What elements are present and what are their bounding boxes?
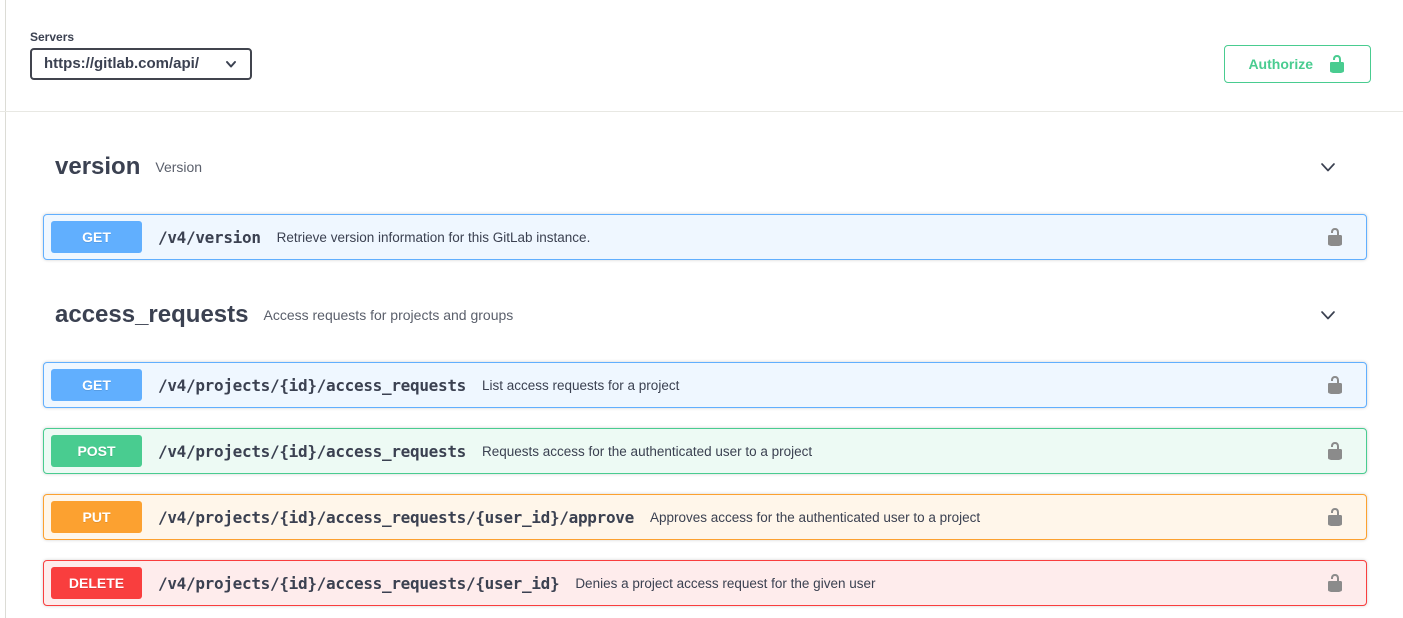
server-select-value: https://gitlab.com/api/ (44, 55, 200, 72)
method-badge[interactable]: GET (51, 221, 142, 253)
endpoint-path: /v4/projects/{id}/access_requests (158, 375, 466, 395)
section-description: Access requests for projects and groups (263, 307, 514, 323)
servers-label: Servers (30, 30, 75, 44)
method-badge[interactable]: PUT (51, 501, 142, 533)
page-left-divider (5, 0, 6, 618)
endpoint-path: /v4/projects/{id}/access_requests/{user_… (158, 573, 560, 593)
section-header-access-requests[interactable]: access_requests Access requests for proj… (55, 300, 1367, 330)
endpoint-row-get-access-requests[interactable]: GET /v4/projects/{id}/access_requests Li… (43, 362, 1367, 408)
unlock-icon[interactable] (1325, 375, 1345, 395)
chevron-down-icon[interactable] (1317, 304, 1339, 326)
section-description: Version (155, 159, 203, 175)
authorize-label: Authorize (1248, 56, 1313, 72)
unlock-icon[interactable] (1325, 507, 1345, 527)
endpoint-row-get-version[interactable]: GET /v4/version Retrieve version informa… (43, 214, 1367, 260)
endpoint-path: /v4/projects/{id}/access_requests/{user_… (158, 507, 634, 527)
endpoint-row-put-approve[interactable]: PUT /v4/projects/{id}/access_requests/{u… (43, 494, 1367, 540)
unlock-icon[interactable] (1325, 441, 1345, 461)
endpoint-row-delete-access-request[interactable]: DELETE /v4/projects/{id}/access_requests… (43, 560, 1367, 606)
endpoint-path: /v4/projects/{id}/access_requests (158, 441, 466, 461)
endpoint-description: Retrieve version information for this Gi… (276, 229, 591, 245)
endpoint-row-post-access-requests[interactable]: POST /v4/projects/{id}/access_requests R… (43, 428, 1367, 474)
section-access-requests: access_requests Access requests for proj… (43, 300, 1367, 606)
endpoint-description: Approves access for the authenticated us… (649, 509, 981, 525)
method-badge[interactable]: POST (51, 435, 142, 467)
servers-block: Servers https://gitlab.com/api/ (30, 30, 252, 80)
server-select[interactable]: https://gitlab.com/api/ (30, 48, 252, 80)
method-badge[interactable]: DELETE (51, 567, 142, 599)
endpoint-description: List access requests for a project (481, 377, 680, 393)
endpoint-path: /v4/version (158, 227, 261, 247)
section-version: version Version GET /v4/version Retrieve… (43, 152, 1367, 260)
section-title: version (55, 153, 141, 180)
method-badge[interactable]: GET (51, 369, 142, 401)
section-title: access_requests (55, 301, 249, 328)
api-operations: version Version GET /v4/version Retrieve… (0, 152, 1403, 606)
scheme-container: Servers https://gitlab.com/api/ Authoriz… (0, 0, 1403, 112)
chevron-down-icon (224, 57, 238, 71)
endpoint-description: Denies a project access request for the … (575, 575, 876, 591)
chevron-down-icon[interactable] (1317, 156, 1339, 178)
unlock-icon[interactable] (1325, 227, 1345, 247)
authorize-button[interactable]: Authorize (1224, 45, 1371, 83)
unlock-icon (1327, 54, 1347, 74)
endpoint-description: Requests access for the authenticated us… (481, 443, 813, 459)
section-header-version[interactable]: version Version (55, 152, 1367, 182)
unlock-icon[interactable] (1325, 573, 1345, 593)
